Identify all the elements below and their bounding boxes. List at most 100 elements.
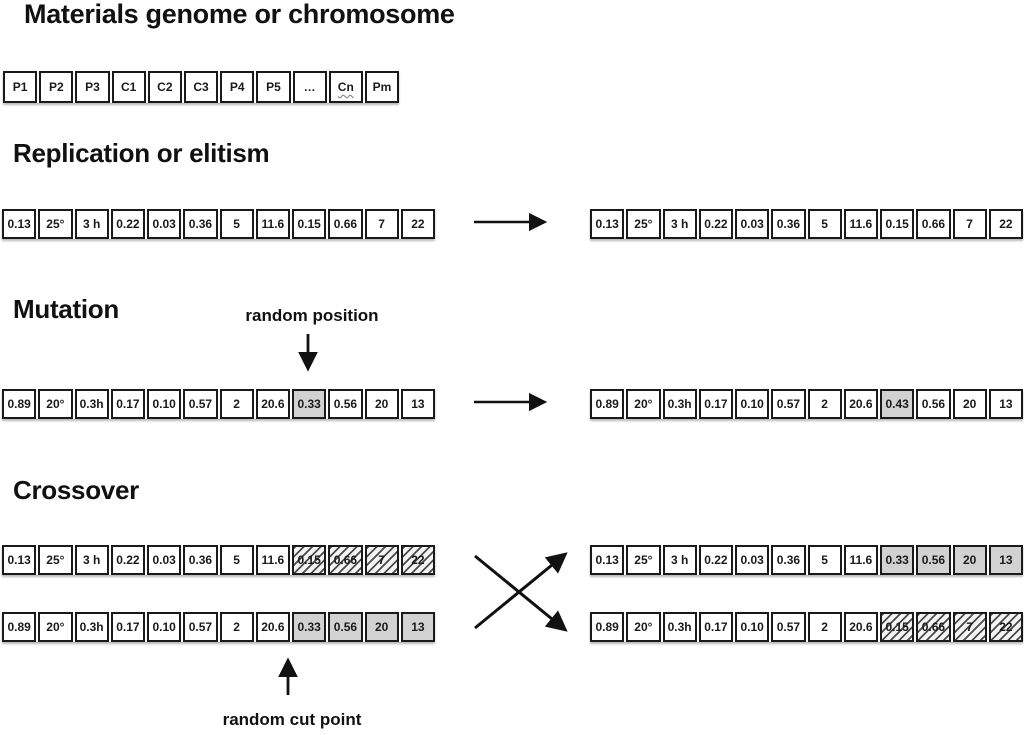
gene-cell: 11.6 [255,545,290,575]
gene-cell: 22 [988,209,1023,239]
gene-cell: 0.3h [662,389,697,419]
gene-cell: 3 h [662,209,697,239]
gene-cell: 25° [626,545,661,575]
gene-cell: 0.17 [698,389,733,419]
gene-cell: 0.89 [2,612,37,642]
gene-cell: 20.6 [255,389,290,419]
gene-cell: 0.13 [2,209,37,239]
crossover-title: Crossover [13,475,139,505]
gene-cell: P1 [3,71,38,103]
gene-cell: 0.10 [735,612,770,642]
gene-cell: 0.89 [2,389,37,419]
gene-cell: … [292,71,327,103]
gene-cell: 0.03 [735,545,770,575]
gene-cell: P3 [75,71,110,103]
gene-cell: 20 [364,389,399,419]
gene-cell: P2 [39,71,74,103]
gene-cell: 20 [952,545,987,575]
gene-cell: 0.03 [147,545,182,575]
gene-cell: 0.56 [328,612,363,642]
mutation-title: Mutation [13,294,119,324]
gene-cell: 0.36 [771,209,806,239]
gene-cell: 0.17 [698,612,733,642]
gene-cell: C2 [147,71,182,103]
gene-cell: 0.33 [292,389,327,419]
gene-cell: 0.15 [292,209,327,239]
gene-cell: 0.57 [183,612,218,642]
gene-cell: 0.3h [74,389,109,419]
gene-cell: 0.66 [916,209,951,239]
gene-cell: 0.15 [292,545,327,575]
gene-cell: 0.43 [880,389,915,419]
gene-cell: 25° [38,545,73,575]
gene-cell: 13 [400,389,435,419]
gene-cell: 0.56 [916,389,951,419]
gene-cell: 5 [807,545,842,575]
gene-cell: 7 [952,612,987,642]
right-arrow-icon [474,392,548,412]
gene-cell: 22 [988,612,1023,642]
gene-cell: 5 [219,209,254,239]
gene-cell: 0.10 [735,389,770,419]
gene-cell: P5 [256,71,291,103]
gene-cell: 0.22 [110,545,145,575]
gene-cell: 0.22 [110,209,145,239]
gene-cell: 0.36 [183,545,218,575]
gene-cell: 0.89 [590,612,625,642]
gene-cell: Pm [364,71,400,103]
gene-cell: 0.56 [916,545,951,575]
gene-cell: 13 [988,545,1023,575]
gene-cell: 0.03 [735,209,770,239]
gene-cell: 5 [807,209,842,239]
up-arrow-icon [278,657,298,695]
gene-cell: 0.3h [662,612,697,642]
gene-cell: 2 [807,612,842,642]
gene-cell: 0.57 [183,389,218,419]
gene-cell: 0.17 [110,389,145,419]
gene-cell: 11.6 [843,209,878,239]
gene-cell: 0.15 [880,612,915,642]
gene-cell: 20° [626,389,661,419]
gene-cell: 25° [626,209,661,239]
gene-cell: 0.56 [328,389,363,419]
gene-cell: 0.33 [292,612,327,642]
gene-cell: 20° [626,612,661,642]
gene-cell: 13 [400,612,435,642]
gene-cell: 11.6 [843,545,878,575]
gene-cell: 22 [400,545,435,575]
gene-cell: 7 [364,545,399,575]
gene-cell: 22 [400,209,435,239]
gene-cell: 0.66 [916,612,951,642]
gene-cell: 0.33 [880,545,915,575]
gene-cell: 0.15 [880,209,915,239]
gene-cell: 20° [38,389,73,419]
gene-cell: 0.10 [147,612,182,642]
gene-cell: 20 [952,389,987,419]
replication-title: Replication or elitism [13,138,270,168]
gene-cell: 0.03 [147,209,182,239]
down-arrow-icon [298,334,318,372]
gene-cell: 0.57 [771,612,806,642]
gene-cell: 0.57 [771,389,806,419]
gene-cell: 20° [38,612,73,642]
gene-cell: 25° [38,209,73,239]
gene-cell: 2 [807,389,842,419]
gene-cell: Cn [328,71,363,103]
gene-cell: 20.6 [843,389,878,419]
right-arrow-icon [474,212,548,232]
gene-cell: 2 [219,612,254,642]
gene-cell: 0.13 [590,545,625,575]
gene-cell: 0.13 [2,545,37,575]
gene-cell: 3 h [74,545,109,575]
gene-cell: 3 h [74,209,109,239]
gene-cell: 0.36 [771,545,806,575]
